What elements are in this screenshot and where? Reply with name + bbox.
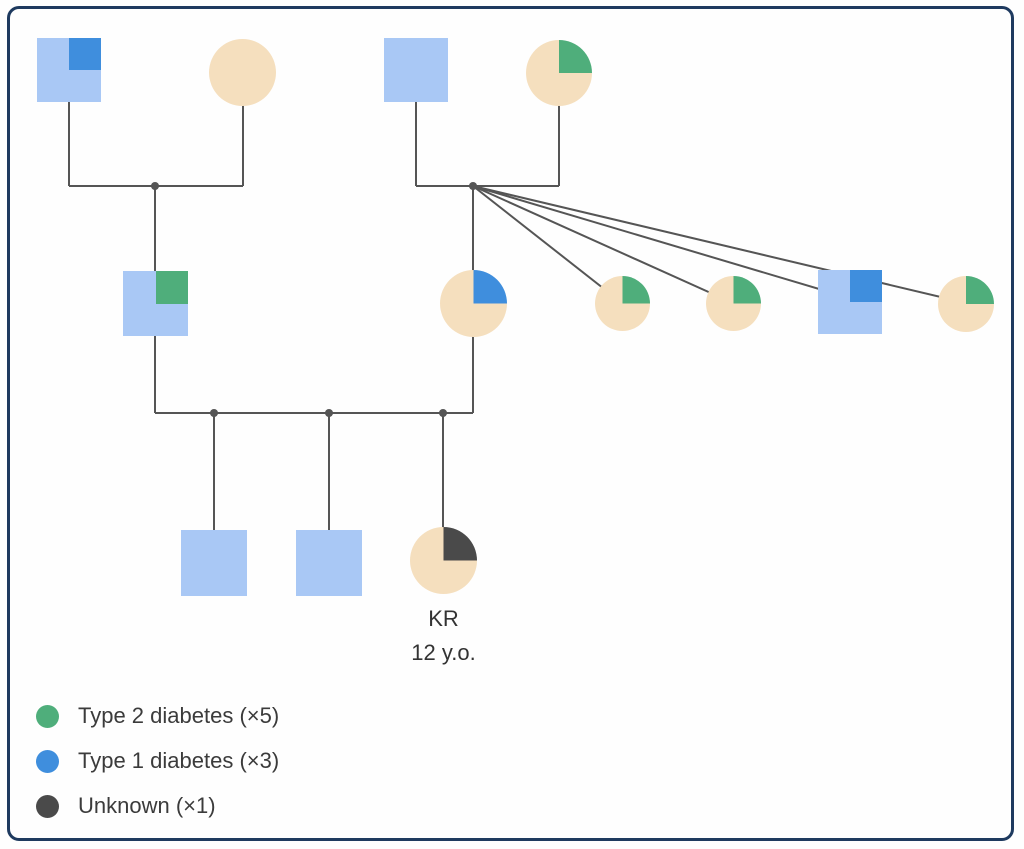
person-maternal-grandfather [384, 38, 448, 102]
male-square-symbol [296, 530, 362, 596]
legend-label-type1: Type 1 diabetes (×3) [78, 748, 280, 773]
maternal-couple-lines [415, 70, 967, 304]
legend: Type 2 diabetes (×5) Type 1 diabetes (×3… [36, 703, 279, 838]
female-circle-symbol [526, 40, 592, 106]
person-father [123, 271, 188, 336]
legend-row-type1: Type 1 diabetes (×3) [36, 748, 279, 774]
legend-label-unknown: Unknown (×1) [78, 793, 216, 818]
person-maternal-uncle [818, 270, 882, 334]
person-maternal-aunt-2 [706, 276, 761, 331]
person-maternal-grandmother [526, 40, 592, 106]
person-proband: KR 12 y.o. [410, 527, 477, 665]
legend-row-unknown: Unknown (×1) [36, 793, 279, 819]
person-brother-1 [181, 530, 247, 596]
person-brother-2 [296, 530, 362, 596]
person-maternal-aunt-1 [595, 276, 650, 331]
proband-age: 12 y.o. [411, 640, 476, 665]
type1-quadrant-icon [69, 38, 101, 70]
type1-quadrant-icon [850, 270, 882, 302]
person-paternal-grandfather [37, 38, 101, 102]
female-circle-symbol [938, 276, 994, 332]
person-mother [440, 270, 507, 337]
male-square-symbol [384, 38, 448, 102]
unknown-color-icon [36, 794, 59, 818]
proband-label: KR 12 y.o. [411, 602, 475, 670]
female-circle-symbol [706, 276, 761, 331]
person-paternal-grandmother [209, 39, 276, 106]
male-square-symbol [123, 271, 188, 336]
female-circle-symbol [209, 39, 276, 106]
type2-color-icon [36, 704, 59, 728]
male-square-symbol [181, 530, 247, 596]
female-circle-symbol [410, 527, 477, 594]
legend-row-type2: Type 2 diabetes (×5) [36, 703, 279, 729]
legend-label-type2: Type 2 diabetes (×5) [78, 703, 280, 728]
person-maternal-aunt-3 [938, 276, 994, 332]
type2-quadrant-icon [155, 271, 188, 304]
female-circle-symbol [440, 270, 507, 337]
male-square-symbol [818, 270, 882, 334]
female-circle-symbol [595, 276, 650, 331]
male-square-symbol [37, 38, 101, 102]
type1-color-icon [36, 749, 59, 773]
proband-name: KR [428, 606, 459, 631]
